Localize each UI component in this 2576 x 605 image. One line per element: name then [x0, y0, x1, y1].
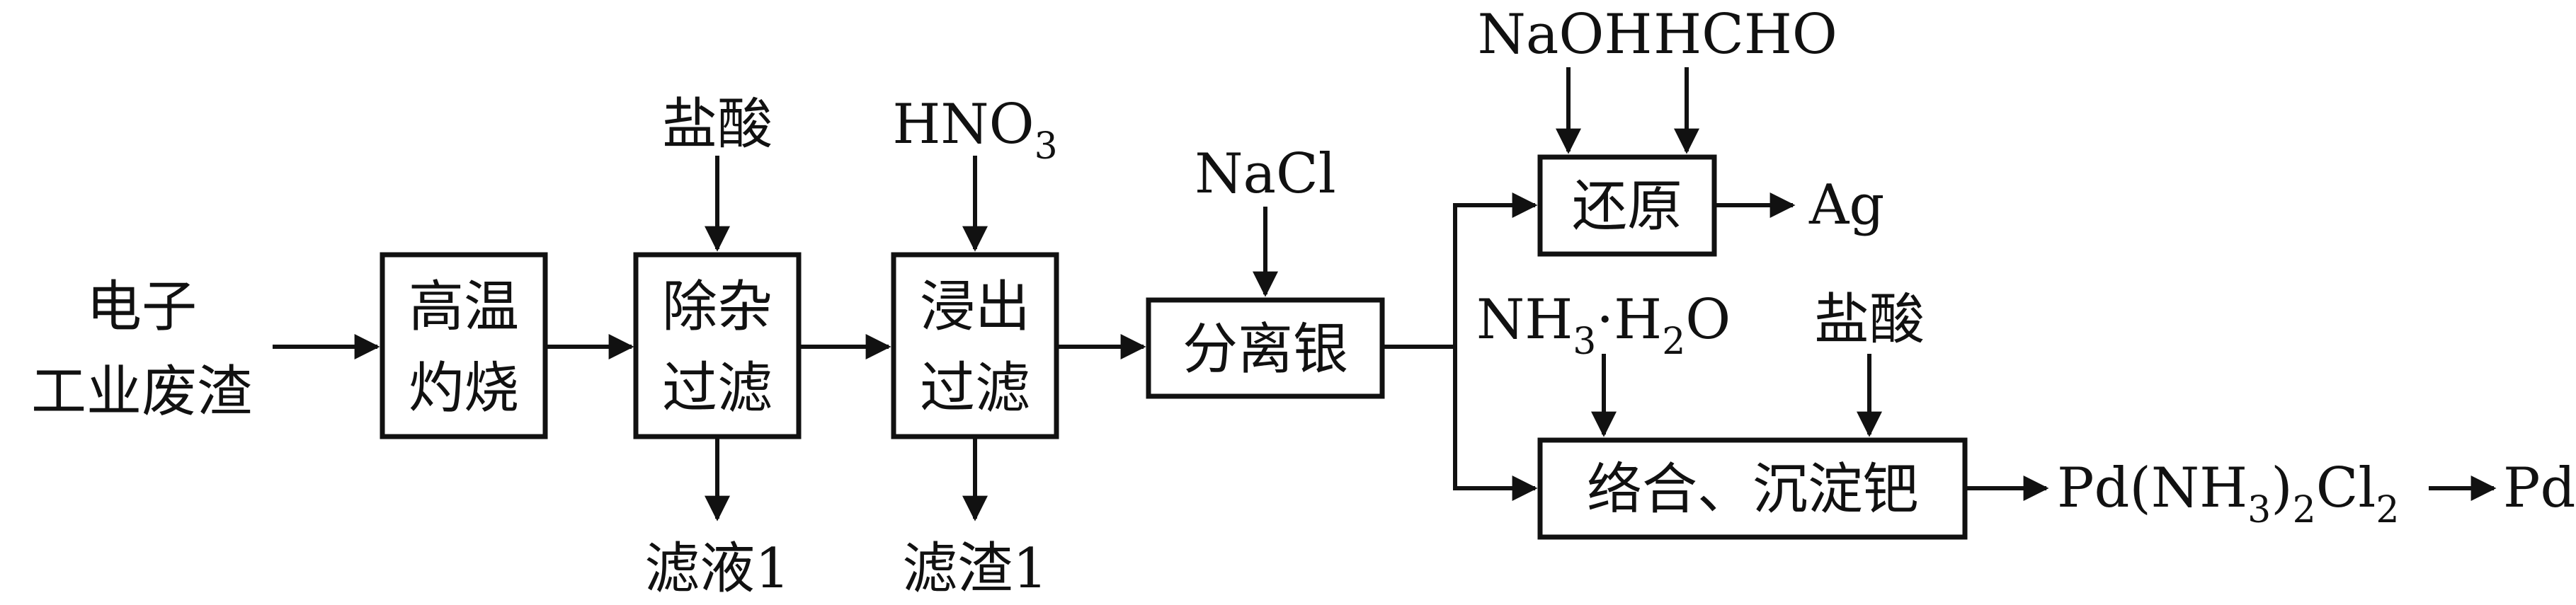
output-pd-complex-p2: ) [2271, 456, 2292, 520]
output-pd-complex-p3: Cl [2316, 456, 2376, 520]
output-residue: 滤渣1 [902, 537, 1048, 601]
reagent-nacl: NaCl [1195, 142, 1335, 206]
reagent-nh3h2o-p3: O [1685, 288, 1731, 352]
step-purify-line1: 除杂 [662, 275, 773, 339]
reagent-hcho: HCHO [1653, 3, 1837, 67]
step-complex-box [1537, 437, 1968, 540]
reagent-nh3h2o-p2: ·H [1596, 288, 1662, 352]
output-filtrate: 滤液1 [644, 537, 790, 601]
step-roast-line1: 高温 [409, 275, 519, 339]
step-reduce-label: 还原 [1572, 175, 1682, 238]
output-pd-complex-p1: Pd(NH [2057, 456, 2247, 520]
output-pd-complex: Pd(NH3)2Cl2 [2057, 456, 2399, 531]
output-pd-complex-s1: 3 [2247, 489, 2271, 531]
step-leach-box [891, 252, 1059, 439]
step-separate-label: 分离银 [1182, 318, 1348, 381]
step-leach-line2: 过滤 [920, 357, 1030, 420]
reagent-naoh: NaOH [1478, 3, 1653, 67]
step-reduce-box [1537, 154, 1717, 257]
output-pd-complex-s2: 2 [2293, 489, 2316, 531]
reagent-hno3: HNO3 [892, 93, 1057, 168]
step-leach-line1: 浸出 [920, 275, 1030, 339]
step-purify-line2: 过滤 [662, 357, 773, 420]
output-pd-complex-s3: 2 [2376, 489, 2399, 531]
input-label-line1: 电子 [86, 275, 197, 339]
reagent-hcl-2: 盐酸 [1814, 288, 1925, 352]
reagent-hno3-base: HNO [892, 93, 1034, 156]
output-silver: Ag [1808, 173, 1884, 237]
reagent-nh3h2o-s2: 2 [1662, 321, 1685, 363]
reagent-hno3-sub: 3 [1035, 125, 1058, 168]
step-complex-label: 络合、沉淀钯 [1587, 458, 1918, 522]
reagent-hcl-1: 盐酸 [662, 93, 773, 156]
reagent-nh3h2o: NH3·H2O [1476, 288, 1731, 363]
reagent-nh3h2o-p1: NH [1476, 288, 1573, 352]
reagent-nh3h2o-s1: 3 [1573, 321, 1596, 363]
step-roast-line2: 灼烧 [409, 357, 519, 420]
input-label-line2: 工业废渣 [31, 360, 252, 424]
output-palladium: Pd [2503, 456, 2575, 520]
